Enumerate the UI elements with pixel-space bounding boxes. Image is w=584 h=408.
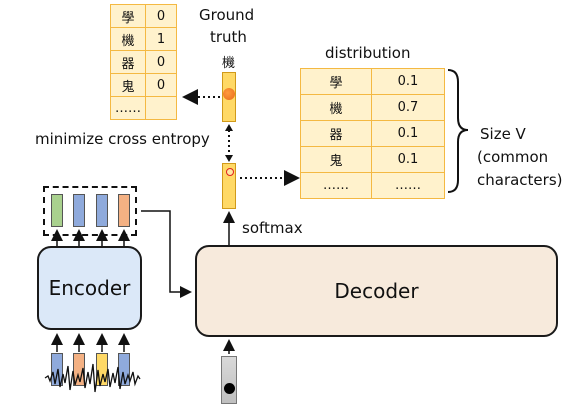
encoder-input-vector: [73, 353, 85, 386]
char-cell: 學: [110, 4, 146, 28]
encoder-label: Encoder: [48, 276, 131, 300]
value-cell: [145, 96, 177, 120]
encoder-decoder-arrow: [141, 210, 192, 298]
begin-token-dot: [224, 383, 235, 394]
softmax-label: softmax: [242, 219, 303, 237]
table-row: …………: [300, 172, 445, 199]
table-row: ……: [110, 96, 177, 120]
value-cell: 0: [145, 50, 177, 74]
ground-truth-label-line1: Ground: [199, 6, 255, 24]
value-cell: 0: [145, 73, 177, 97]
encoder-output-box: [43, 186, 137, 236]
distribution-title: distribution: [325, 44, 411, 62]
encoder-output-vector: [118, 194, 130, 227]
ground-truth-dot: [223, 88, 235, 100]
decoder-label: Decoder: [334, 279, 419, 303]
output-dot: [226, 168, 234, 176]
compare-arrow-up: [225, 124, 233, 131]
value-cell: ……: [371, 172, 445, 199]
encoder-block: Encoder: [37, 246, 142, 330]
ground-truth-char: 機: [222, 56, 236, 71]
value-cell: 0.1: [371, 120, 445, 147]
char-cell: 學: [300, 68, 372, 95]
size-label-line1: Size V: [480, 125, 526, 143]
encoder-output-vector: [96, 194, 108, 227]
char-cell: 器: [300, 120, 372, 147]
audio-waveform: [44, 363, 141, 393]
char-cell: ……: [110, 96, 146, 120]
char-cell: 器: [110, 50, 146, 74]
char-cell: 機: [300, 94, 372, 121]
value-cell: 1: [145, 27, 177, 51]
size-label-line2: (common: [477, 148, 549, 166]
char-cell: 鬼: [110, 73, 146, 97]
char-cell: 機: [110, 27, 146, 51]
char-cell: ……: [300, 172, 372, 199]
cross-entropy-label: minimize cross entropy: [35, 130, 210, 148]
size-label-line3: characters): [477, 171, 563, 189]
ground-truth-label-line2: truth: [210, 28, 247, 46]
encoder-output-vector: [51, 194, 63, 227]
decoder-block: Decoder: [195, 245, 558, 337]
size-brace: [447, 69, 469, 193]
encoder-output-vector: [73, 194, 85, 227]
compare-arrow-down: [225, 155, 233, 162]
